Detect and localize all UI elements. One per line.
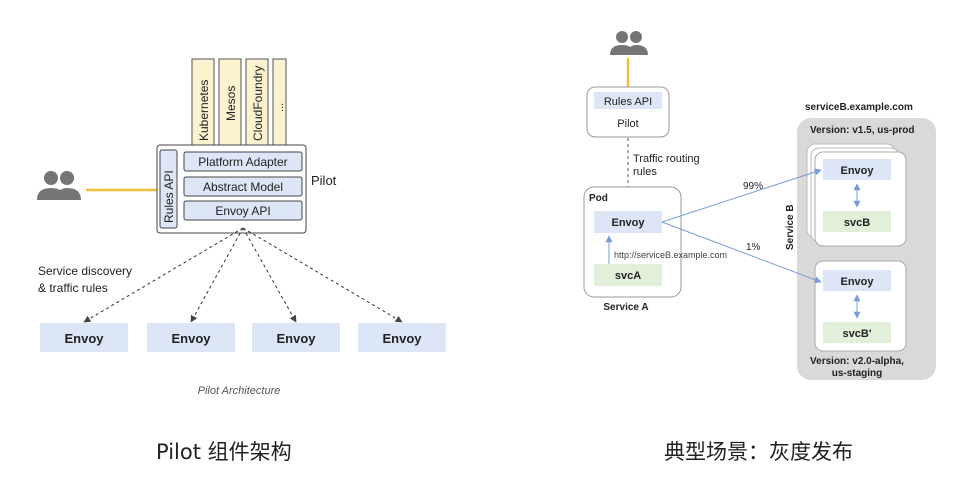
version-staging-label-line1: Version: v2.0-alpha, (810, 356, 904, 367)
envoy-api-box (183, 200, 303, 221)
envoy-label-2: Envoy (171, 331, 211, 346)
svcb2-box (823, 322, 891, 343)
service-b-label: Service B (785, 204, 796, 250)
rules-api-box (159, 149, 178, 229)
platform-adapter-label: Platform Adapter (198, 155, 287, 169)
envoy-label-4: Envoy (382, 331, 422, 346)
service-a-label: Service A (603, 302, 648, 313)
pod-label: Pod (589, 193, 608, 204)
platform-adapter-box (183, 151, 303, 172)
envoy-b2-box (823, 270, 891, 291)
svcb-label: svcB (844, 217, 870, 229)
platform-label-kubernetes: Kubernetes (197, 80, 211, 141)
envoy-b2-label: Envoy (840, 276, 874, 288)
users-icon (610, 31, 648, 55)
routing-label-line2: rules (633, 166, 657, 178)
svca-box (594, 264, 662, 286)
version-prod-label: Version: v1.5, us-prod (810, 125, 914, 136)
service-discovery-label-line2: & traffic rules (38, 281, 108, 295)
envoy-box-4 (358, 323, 446, 352)
right-caption: 典型场景：灰度发布 (664, 440, 853, 464)
service-b-host-label: serviceB.example.com (805, 102, 913, 113)
envoy-b1-box (823, 159, 891, 180)
envoy-a-label: Envoy (611, 217, 645, 229)
envoy-box-3 (252, 323, 340, 352)
platform-tabs: Kubernetes Mesos CloudFoundry ... (191, 58, 287, 148)
routing-label-line1: Traffic routing (633, 153, 700, 165)
percent-1-label: 1% (746, 242, 761, 253)
users-icon (37, 171, 81, 200)
svca-label: svcA (615, 270, 641, 282)
pilot-label-right: Pilot (617, 118, 638, 130)
platform-label-cloudfoundry: CloudFoundry (251, 66, 265, 141)
url-label: http://serviceB.example.com (614, 250, 727, 260)
traffic-arrow-99 (661, 168, 822, 223)
platform-label-more: ... (274, 103, 286, 112)
right-diagram: Rules API Pilot Traffic routing rules Po… (583, 31, 936, 380)
abstract-model-label: Abstract Model (203, 180, 283, 194)
left-caption: Pilot 组件架构 (156, 440, 292, 464)
distribution-lines (83, 227, 403, 323)
rules-api-label: Rules API (162, 170, 176, 223)
envoy-box-2 (147, 323, 235, 352)
rules-api-label-right: Rules API (604, 96, 652, 108)
envoy-label-1: Envoy (64, 331, 104, 346)
figure-caption: Pilot Architecture (198, 385, 281, 397)
pilot-label: Pilot (311, 173, 337, 188)
envoy-label-3: Envoy (276, 331, 316, 346)
abstract-model-box (183, 176, 303, 197)
left-diagram: Kubernetes Mesos CloudFoundry ... Rules … (37, 58, 446, 397)
percent-99-label: 99% (743, 181, 763, 192)
envoy-a-box (594, 211, 662, 233)
rules-api-box-right (594, 92, 662, 109)
svcb2-label: svcB' (843, 328, 872, 340)
version-staging-label-line2: us-staging (832, 368, 883, 379)
svcb-box (823, 211, 891, 232)
platform-label-mesos: Mesos (224, 86, 238, 121)
envoy-box-1 (40, 323, 128, 352)
service-discovery-label-line1: Service discovery (38, 264, 132, 278)
envoy-b1-label: Envoy (840, 165, 874, 177)
envoy-api-label: Envoy API (215, 204, 270, 218)
traffic-arrow-1 (661, 221, 822, 284)
